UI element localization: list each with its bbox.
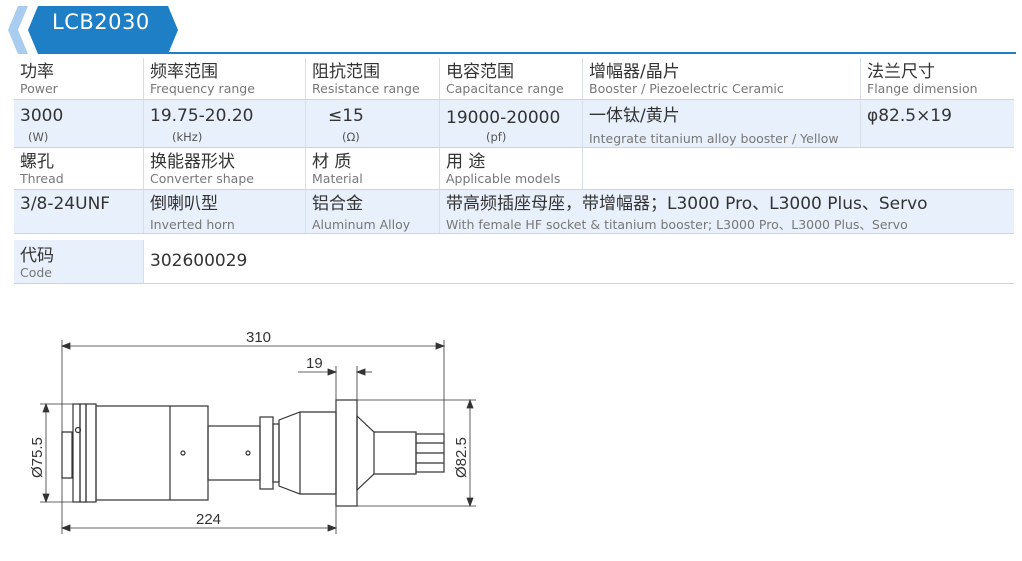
- value-flange: φ82.5×19: [867, 106, 952, 126]
- dim-overall: 310: [246, 329, 271, 346]
- main-body: [95, 405, 209, 501]
- rear-disc-2: [79, 403, 87, 503]
- header-rule: [168, 52, 1016, 54]
- back-cap: [61, 431, 73, 479]
- dim-body-length: 224: [196, 511, 221, 528]
- flange: [335, 399, 358, 507]
- dim-flange-diameter: Ø82.5: [453, 437, 470, 478]
- value-frequency: 19.75-20.20(kHz): [144, 100, 306, 147]
- body-neck: [207, 425, 261, 481]
- rear-disc-1: [72, 403, 81, 503]
- technical-drawing: 310 19 224 Ø75.5 Ø82.5: [29, 329, 476, 534]
- value-capacitance: 19000-20000(pf): [440, 100, 583, 147]
- neck-dot: [245, 450, 251, 456]
- dim-body-diameter: Ø75.5: [29, 437, 46, 478]
- value-power: 3000(W): [14, 100, 144, 147]
- dim-flange-thickness: 19: [306, 355, 323, 372]
- rear-disc-3: [85, 403, 97, 503]
- booster-ring: [259, 416, 274, 490]
- label-empty-cell: [583, 148, 1014, 189]
- booster-cone: [278, 411, 337, 495]
- value-resistance: ≤15(Ω): [306, 100, 440, 147]
- horn: [356, 414, 417, 492]
- header-banner: LCB2030: [0, 0, 1022, 55]
- page-title: LCB2030: [52, 10, 150, 34]
- header-chevron-shape: [8, 6, 178, 54]
- value-thread: 3/8-24UNF: [14, 190, 144, 233]
- spec-row1-values: 3000(W) 19.75-20.20(kHz) ≤15(Ω) 19000-20…: [14, 100, 1014, 148]
- body-dot: [180, 450, 186, 456]
- value-code: 302600029: [144, 240, 1014, 283]
